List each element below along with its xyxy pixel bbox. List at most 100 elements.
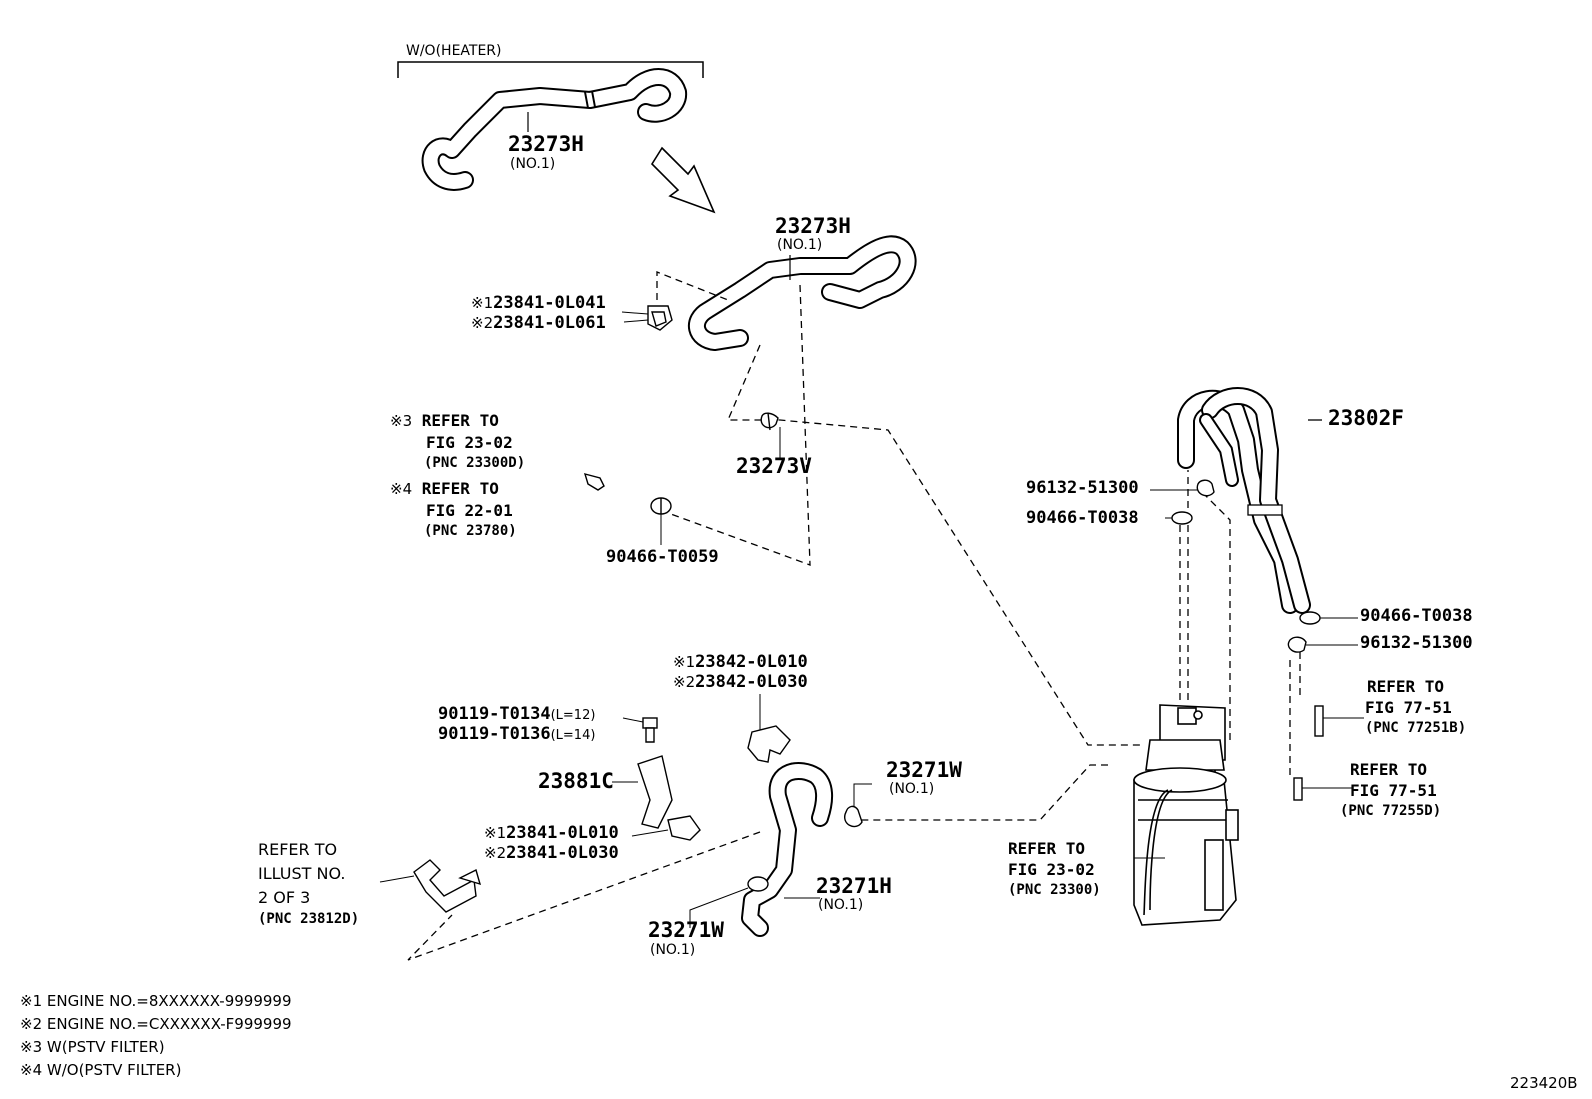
note-mark: ※2 bbox=[673, 673, 696, 691]
part-23881c[interactable]: 23881C bbox=[538, 769, 614, 793]
clip-23271w-top-icon bbox=[844, 783, 872, 828]
refer-fig-22-01-wo-pstv[interactable]: ※4 REFER TO FIG 22-01 (PNC 23780) bbox=[390, 478, 517, 542]
note-mark: ※1 bbox=[471, 294, 494, 312]
refer-illust-2-of-3[interactable]: REFER TO ILLUST NO. 2 OF 3 (PNC 23812D) bbox=[258, 838, 359, 928]
refer-line2: FIG 77-51 bbox=[1365, 698, 1452, 717]
note-mark: ※3 bbox=[390, 412, 413, 430]
part-number: 23842-0L030 bbox=[695, 672, 808, 692]
clip-90466-t0059-icon bbox=[650, 497, 672, 545]
part-23842-0l010[interactable]: ※123842-0L010 bbox=[673, 654, 808, 671]
part-90119-t0134[interactable]: 90119-T0134(L=12) bbox=[438, 706, 595, 723]
part-23271w-bottom-sub: (NO.1) bbox=[650, 942, 696, 958]
refer-line2: ILLUST NO. bbox=[258, 864, 346, 883]
pstv-pipe-icon bbox=[583, 473, 605, 491]
refer-line3: (PNC 77251B) bbox=[1365, 720, 1467, 736]
refer-line2: FIG 23-02 bbox=[426, 433, 513, 452]
part-23841-0l061[interactable]: ※223841-0L061 bbox=[471, 315, 606, 332]
clamp-96132-right-icon bbox=[1287, 636, 1358, 653]
part-90119-t0136[interactable]: 90119-T0136(L=14) bbox=[438, 726, 595, 743]
note-1: ※1 ENGINE NO.=8XXXXXX-9999999 bbox=[20, 992, 292, 1010]
part-23841-0l010[interactable]: ※123841-0L010 bbox=[484, 825, 619, 842]
note-mark: ※1 bbox=[673, 653, 696, 671]
note-mark: ※2 bbox=[484, 844, 507, 862]
part-23271w-top-sub: (NO.1) bbox=[889, 781, 935, 797]
refer-line2: FIG 77-51 bbox=[1350, 781, 1437, 800]
clamp-23841-0l010-icon bbox=[631, 815, 701, 841]
note-2: ※2 ENGINE NO.=CXXXXXX-F999999 bbox=[20, 1015, 292, 1033]
hose-23802f-drawing bbox=[1177, 387, 1322, 614]
part-23271w-bottom[interactable]: 23271W bbox=[648, 918, 724, 942]
clip-23271w-bottom-icon bbox=[689, 876, 769, 928]
part-96132-51300-top[interactable]: 96132-51300 bbox=[1026, 478, 1139, 498]
part-number: 90119-T0134 bbox=[438, 704, 551, 724]
refer-line2: FIG 23-02 bbox=[1008, 860, 1095, 879]
bracket-23881c-icon bbox=[612, 755, 673, 829]
hose-23273h-top-drawing bbox=[421, 68, 687, 191]
part-23273v[interactable]: 23273V bbox=[736, 454, 812, 478]
note-mark: ※1 bbox=[484, 824, 507, 842]
wo-heater-bracket bbox=[397, 61, 704, 78]
note-4: ※4 W/O(PSTV FILTER) bbox=[20, 1061, 182, 1079]
hose-23271h-drawing bbox=[741, 761, 834, 937]
refer-fig-23-02-pstv[interactable]: ※3 REFER TO FIG 23-02 (PNC 23300D) bbox=[390, 410, 525, 474]
clamp-23273v-icon bbox=[760, 412, 779, 431]
refer-fig-77-51-77255d[interactable]: REFER TO FIG 77-51 (PNC 77255D) bbox=[1340, 759, 1441, 822]
refer-fig-23-02-filter[interactable]: REFER TO FIG 23-02 (PNC 23300) bbox=[1008, 838, 1101, 901]
direction-arrow bbox=[650, 146, 716, 214]
part-23841-0l041[interactable]: ※123841-0L041 bbox=[471, 295, 606, 312]
clamp-23842-icon bbox=[747, 694, 791, 763]
pipe-77251b-icon bbox=[1314, 705, 1364, 737]
refer-line3: 2 OF 3 bbox=[258, 888, 311, 907]
bolt-length: (L=14) bbox=[550, 728, 596, 743]
part-23802f[interactable]: 23802F bbox=[1328, 406, 1404, 430]
note-mark: ※4 bbox=[390, 480, 413, 498]
refer-line3: (PNC 23300D) bbox=[424, 455, 526, 471]
leader-lines bbox=[621, 311, 1165, 491]
part-number: 23841-0L041 bbox=[493, 293, 606, 313]
clip-90466-t0038-right-icon bbox=[1299, 611, 1358, 625]
note-mark: ※2 bbox=[471, 314, 494, 332]
refer-fig-77-51-77251b[interactable]: REFER TO FIG 77-51 (PNC 77251B) bbox=[1365, 676, 1466, 739]
illustration-id: 223420B bbox=[1510, 1074, 1578, 1092]
part-23271h-sub: (NO.1) bbox=[818, 897, 864, 913]
refer-line3: (PNC 77255D) bbox=[1340, 803, 1442, 819]
part-90466-t0038-top[interactable]: 90466-T0038 bbox=[1026, 508, 1139, 528]
hose-23273h-main-drawing bbox=[688, 235, 917, 351]
clamp-96132-top-icon bbox=[1165, 479, 1215, 497]
part-23273h-top-sub: (NO.1) bbox=[510, 156, 556, 172]
wo-heater-label: W/O(HEATER) bbox=[406, 43, 502, 59]
part-23271h[interactable]: 23271H bbox=[816, 874, 892, 898]
refer-line1: REFER TO bbox=[258, 840, 338, 859]
refer-line1: REFER TO bbox=[1367, 677, 1445, 696]
part-23273h-main[interactable]: 23273H bbox=[775, 214, 851, 238]
part-90466-t0059[interactable]: 90466-T0059 bbox=[606, 547, 719, 567]
part-23273h-main-sub: (NO.1) bbox=[777, 237, 823, 253]
part-number: 23841-0L030 bbox=[506, 843, 619, 863]
refer-line1: REFER TO bbox=[421, 411, 499, 430]
part-23273h-top[interactable]: 23273H bbox=[508, 132, 584, 156]
refer-line1: REFER TO bbox=[1350, 760, 1428, 779]
refer-illust-part-icon bbox=[379, 859, 482, 913]
bolt-90119-icon bbox=[622, 717, 658, 743]
refer-line2: FIG 22-01 bbox=[426, 501, 513, 520]
part-23842-0l030[interactable]: ※223842-0L030 bbox=[673, 674, 808, 691]
clamp-23841-0l041-icon bbox=[647, 305, 673, 331]
bolt-length: (L=12) bbox=[550, 708, 596, 723]
part-number: 23841-0L061 bbox=[493, 313, 606, 333]
fuel-filter-drawing bbox=[1133, 704, 1239, 926]
part-96132-51300-right[interactable]: 96132-51300 bbox=[1360, 633, 1473, 653]
refer-line3: (PNC 23300) bbox=[1008, 882, 1101, 898]
part-23271w-top[interactable]: 23271W bbox=[886, 758, 962, 782]
part-number: 23841-0L010 bbox=[506, 823, 619, 843]
part-23841-0l030[interactable]: ※223841-0L030 bbox=[484, 845, 619, 862]
refer-line4: (PNC 23812D) bbox=[258, 911, 360, 927]
dashed-guide-lines bbox=[407, 271, 1301, 961]
note-3: ※3 W(PSTV FILTER) bbox=[20, 1038, 165, 1056]
engine-notes: ※1 ENGINE NO.=8XXXXXX-9999999 ※2 ENGINE … bbox=[20, 990, 292, 1082]
refer-line3: (PNC 23780) bbox=[424, 523, 517, 539]
refer-line1: REFER TO bbox=[1008, 839, 1086, 858]
part-90466-t0038-right[interactable]: 90466-T0038 bbox=[1360, 606, 1473, 626]
part-number: 90119-T0136 bbox=[438, 724, 551, 744]
clip-90466-t0038-top-icon bbox=[1165, 511, 1193, 525]
